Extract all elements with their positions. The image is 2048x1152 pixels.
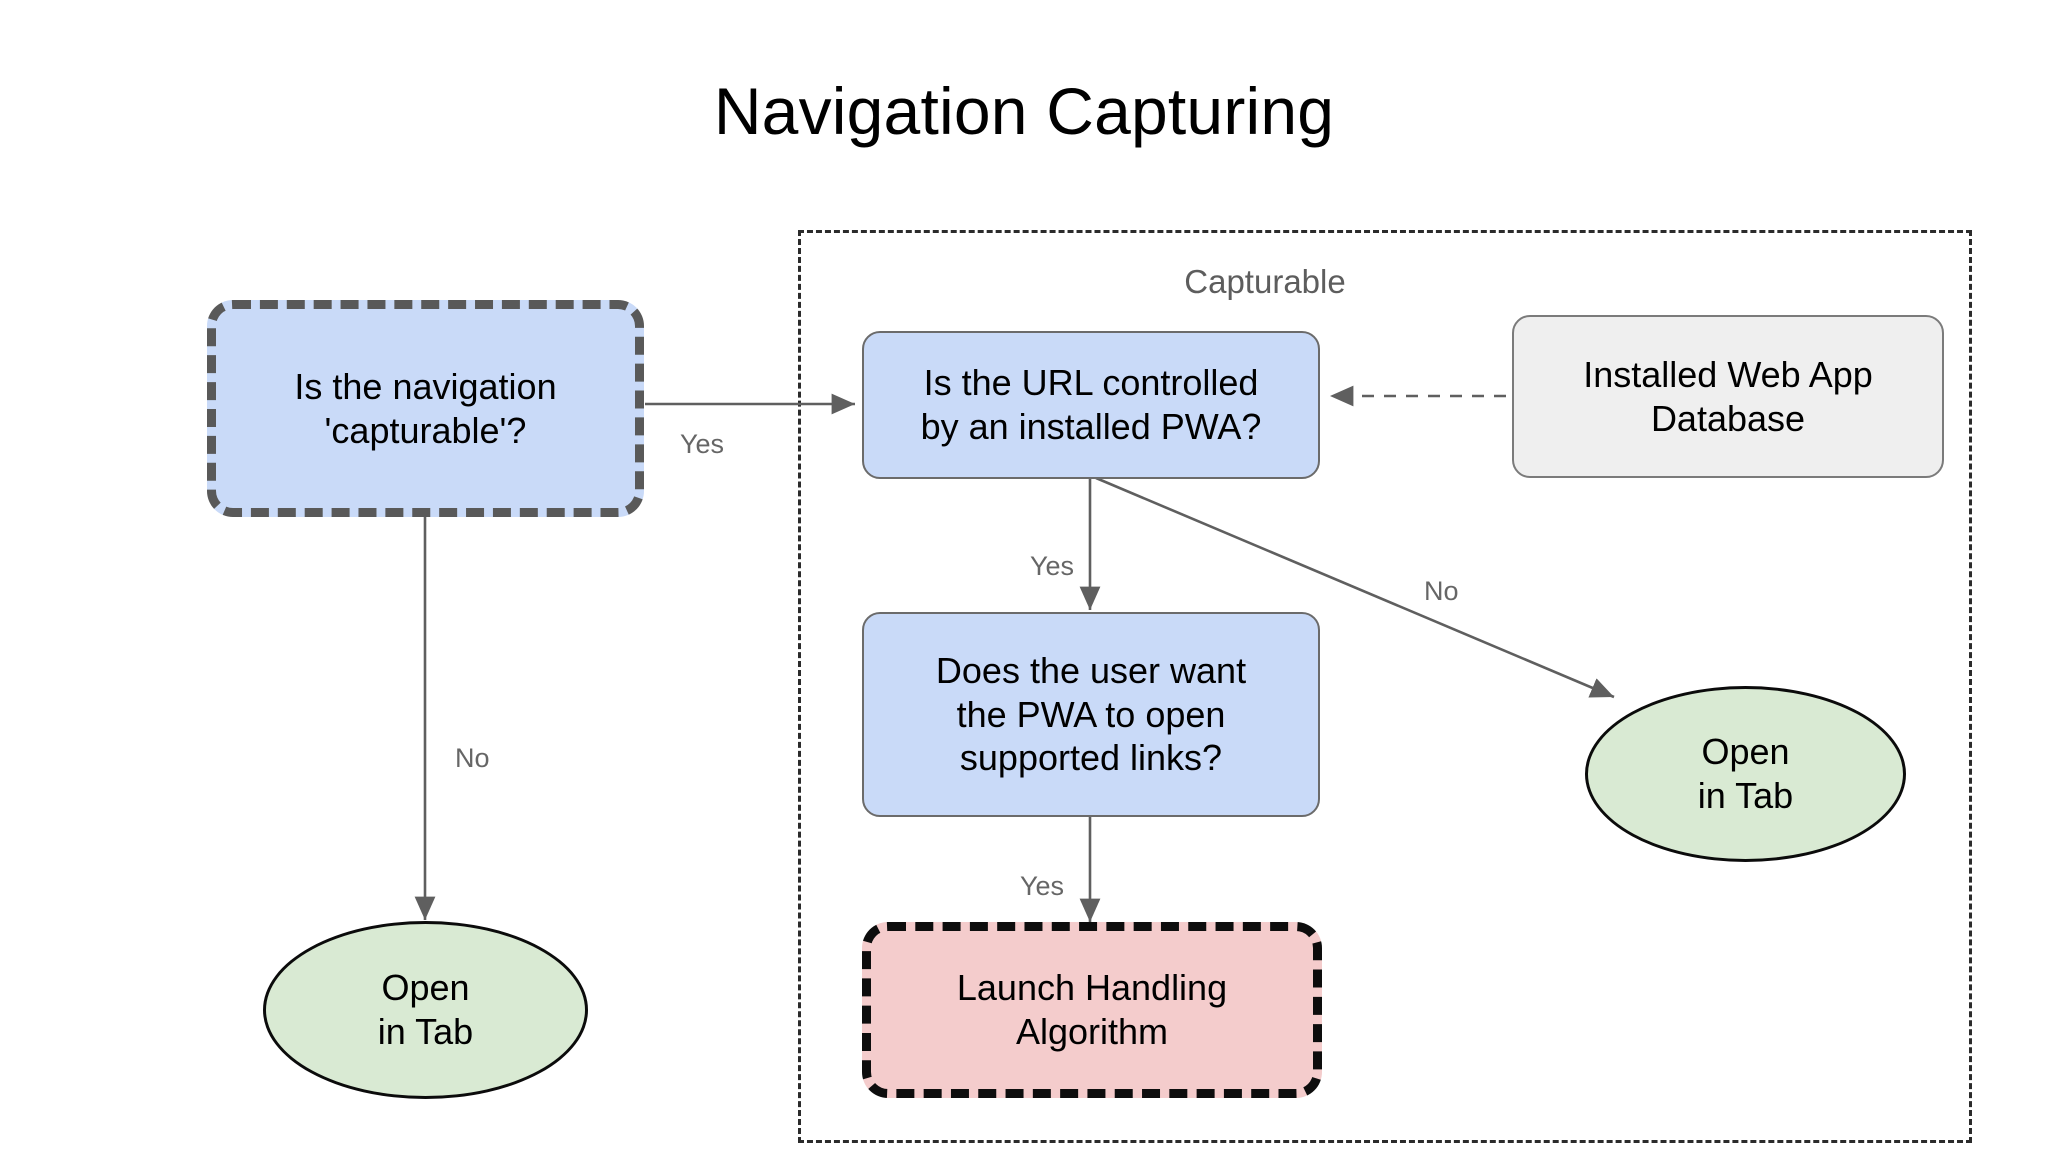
node-open-in-tab-left-label: Open in Tab (377, 967, 474, 1052)
edge-label-url-no: No (1424, 576, 1459, 606)
node-user-wants-pwa-label: Does the user want the PWA to open suppo… (935, 649, 1247, 779)
node-is-capturable[interactable]: Is the navigation 'capturable'? (207, 300, 644, 517)
node-installed-db-label: Installed Web App Database (1583, 353, 1873, 439)
page-title: Navigation Capturing (713, 74, 1335, 148)
group-capturable (798, 230, 1972, 1143)
group-capturable-label: Capturable (1184, 263, 1346, 300)
edge-label-url-yes: Yes (1030, 551, 1075, 581)
node-is-capturable-label: Is the navigation 'capturable'? (294, 365, 557, 451)
node-open-in-tab-left[interactable]: Open in Tab (263, 921, 588, 1099)
edge-label-user-yes: Yes (1020, 871, 1065, 901)
node-installed-db[interactable]: Installed Web App Database (1512, 315, 1944, 478)
node-launch-handling[interactable]: Launch Handling Algorithm (862, 922, 1322, 1098)
node-user-wants-pwa[interactable]: Does the user want the PWA to open suppo… (862, 612, 1320, 817)
node-launch-handling-label: Launch Handling Algorithm (956, 967, 1228, 1052)
edge-label-capturable-no: No (455, 743, 490, 773)
edge-label-capturable-yes: Yes (680, 429, 725, 459)
node-open-in-tab-right-label: Open in Tab (1697, 731, 1794, 816)
node-is-url-controlled[interactable]: Is the URL controlled by an installed PW… (862, 331, 1320, 479)
node-open-in-tab-right[interactable]: Open in Tab (1585, 686, 1906, 862)
node-is-url-controlled-label: Is the URL controlled by an installed PW… (920, 362, 1262, 447)
